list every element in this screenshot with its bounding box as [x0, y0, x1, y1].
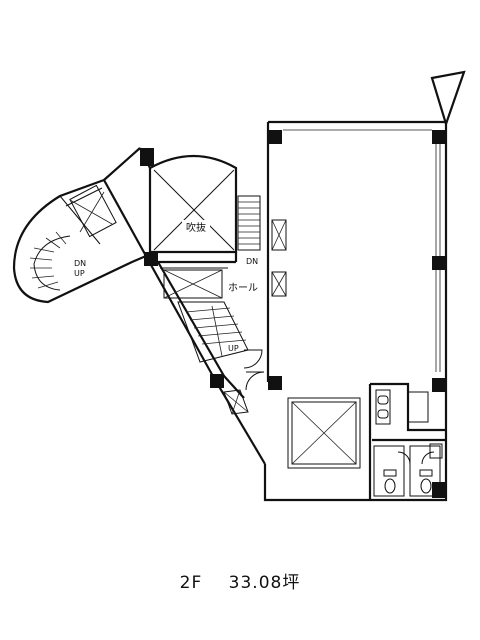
door-swing	[243, 349, 263, 369]
column	[268, 130, 282, 144]
central-stair	[237, 195, 261, 251]
atrium-label-bg	[182, 220, 210, 234]
spiral-wing-outer	[12, 178, 147, 304]
stair-up-label: UP	[228, 344, 239, 353]
corridor-wall-outer	[103, 147, 266, 465]
hall-label: ホール	[228, 282, 258, 294]
roof-triangle	[430, 70, 466, 128]
column	[140, 148, 154, 166]
lower-shaft	[287, 397, 361, 469]
floor-caption: 2F 33.08坪	[0, 568, 480, 593]
column	[432, 256, 446, 270]
duct-shaft	[271, 271, 287, 297]
spiral-stair	[29, 231, 67, 289]
stair-down-label: DN	[246, 257, 258, 266]
floor-label: 2F	[179, 573, 203, 593]
main-stair	[177, 301, 249, 363]
door-swing	[245, 371, 265, 391]
toilet-fixture	[429, 443, 443, 459]
sink-basin	[377, 395, 389, 405]
area-label: 33.08坪	[228, 573, 301, 593]
column	[432, 130, 446, 144]
column	[432, 482, 446, 498]
elevator-shaft	[163, 269, 223, 299]
column	[268, 376, 282, 390]
lower-shaft-inner	[291, 401, 357, 465]
toilet-stalls	[373, 445, 441, 497]
column	[144, 252, 158, 266]
duct-shaft	[271, 219, 287, 251]
kitchen-counter	[407, 391, 429, 423]
spiral-down-label: DN	[74, 259, 86, 268]
atrium-cross	[153, 169, 235, 251]
spiral-wing-shaft	[69, 184, 117, 238]
atrium-label: 吹抜	[186, 221, 206, 234]
spiral-up-label: UP	[74, 269, 85, 278]
sink-basin	[377, 409, 389, 419]
column	[432, 378, 446, 392]
main-room-walls	[263, 120, 448, 502]
sink	[375, 389, 391, 425]
atrium-walls	[148, 154, 238, 254]
spiral-wing-inner	[33, 187, 103, 291]
